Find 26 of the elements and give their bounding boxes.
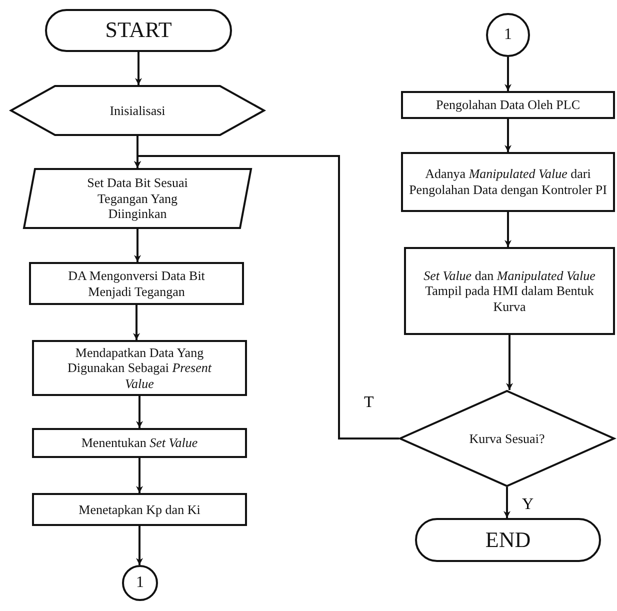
process-box: Menentukan Set Value	[32, 428, 247, 458]
process-box: Mendapatkan Data Yang Digunakan Sebagai Present Value	[32, 340, 247, 396]
preparation-hexagon: Inisialisasi	[10, 85, 265, 136]
arrow	[136, 396, 143, 428]
arrow	[133, 305, 140, 340]
process-box: Set Value dan Manipulated Value Tampil pada HMI dalam Bentuk Kurva	[404, 247, 615, 335]
arrow	[134, 229, 141, 262]
arrow	[134, 155, 399, 440]
arrow	[504, 487, 510, 518]
process-box: DA Mengonversi Data Bit Menjadi Tegangan	[29, 262, 244, 305]
arrow	[504, 57, 512, 91]
process-box: Menetapkan Kp dan Ki	[32, 493, 247, 526]
arrow	[506, 335, 513, 390]
decision-diamond: Kurva Sesuai?	[399, 390, 615, 487]
connector-circle: 1	[122, 565, 158, 601]
arrow	[136, 526, 143, 565]
start-terminator: START	[45, 9, 232, 52]
arrow	[504, 212, 512, 247]
arrow	[504, 119, 512, 152]
arrow	[135, 52, 142, 85]
input-parallelogram: Set Data Bit Sesuai Tegangan Yang Diinginkan	[23, 168, 252, 229]
end-terminator: END	[415, 518, 601, 562]
process-box: Pengolahan Data Oleh PLC	[401, 91, 615, 119]
process-box: Adanya Manipulated Value dari Pengolahan Data dengan Kontroler PI	[401, 152, 615, 212]
connector-circle: 1	[486, 13, 530, 57]
arrow	[136, 458, 143, 493]
